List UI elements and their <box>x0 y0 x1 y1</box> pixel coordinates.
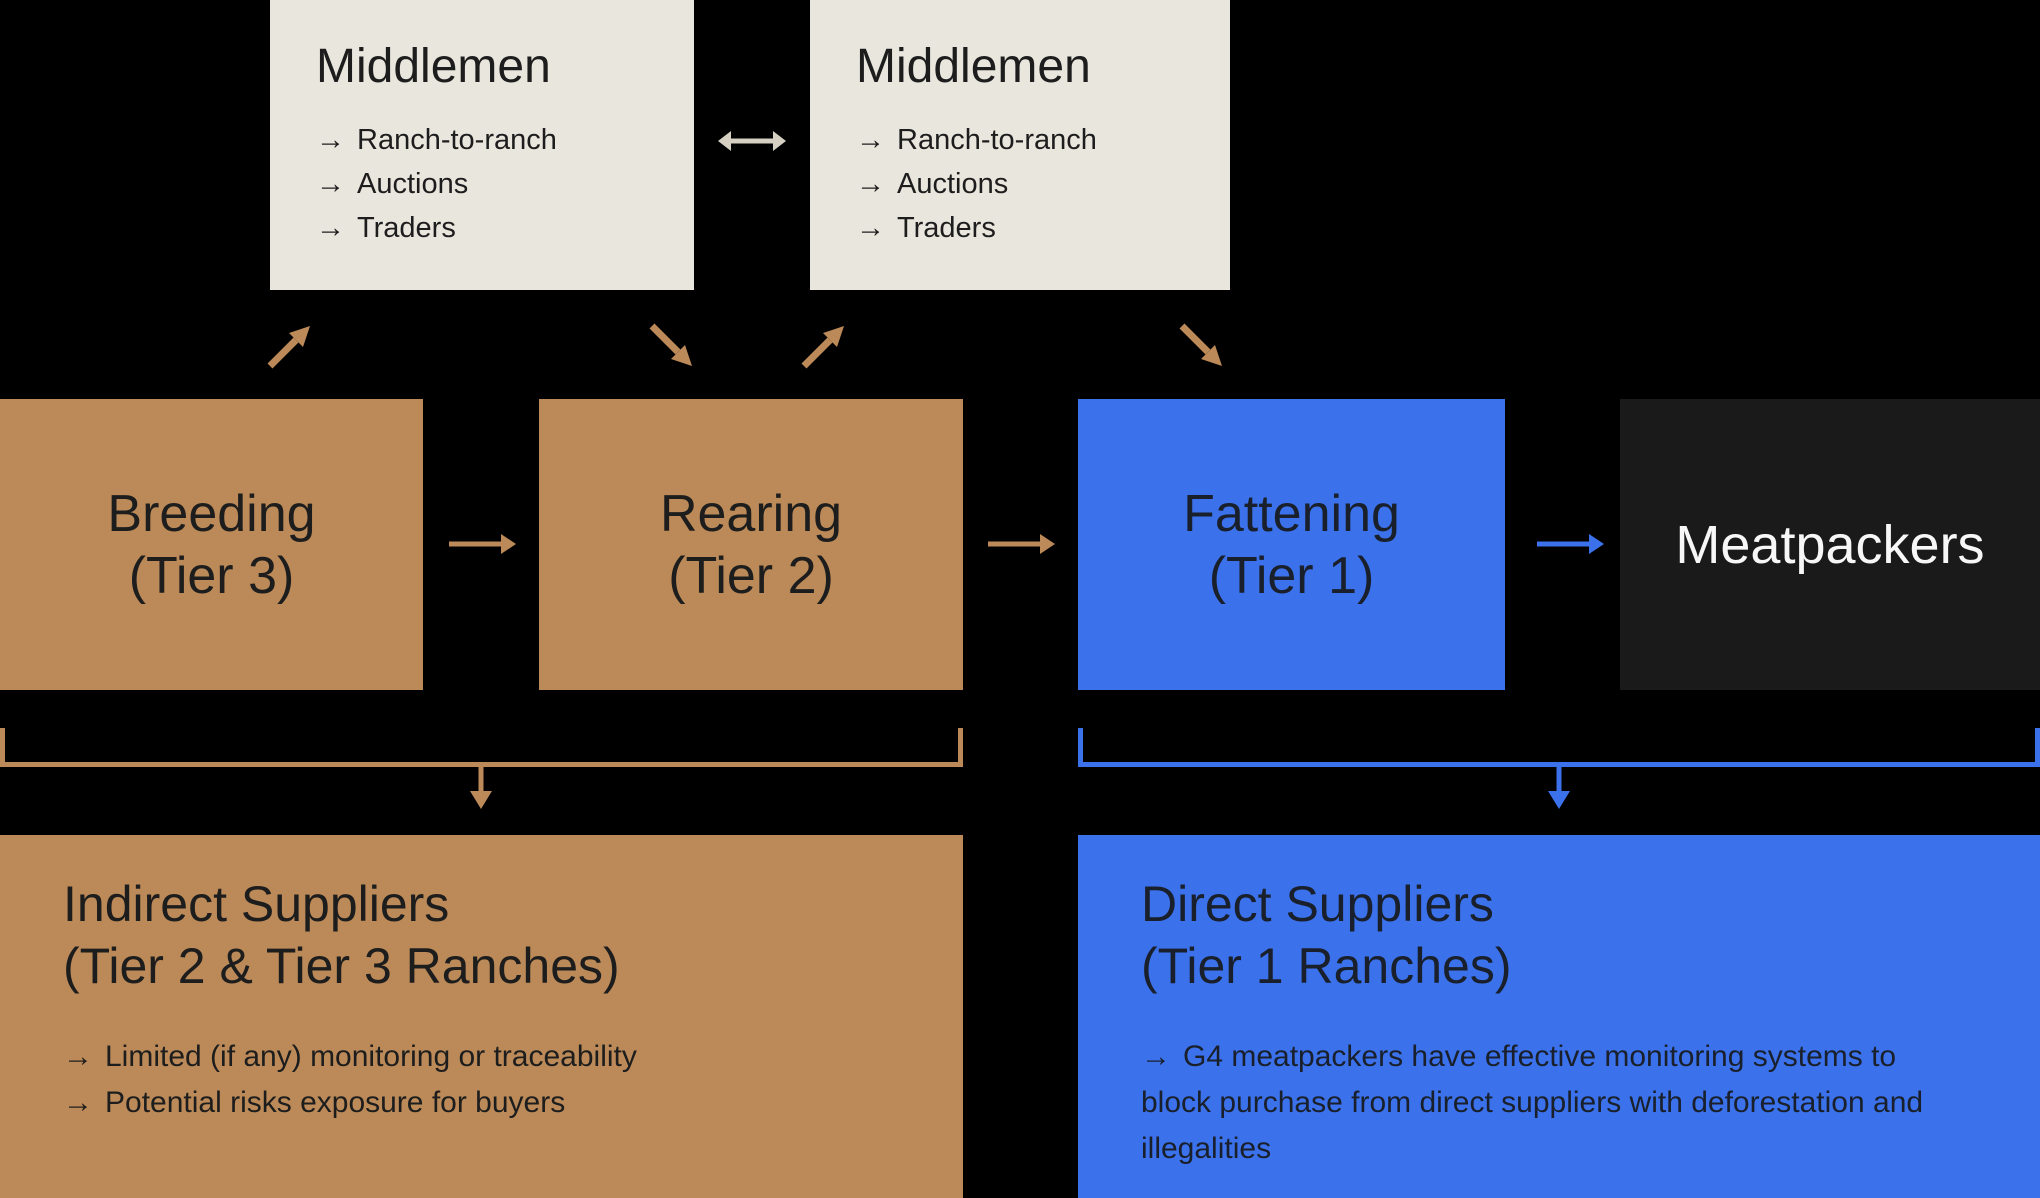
rearing-tier2-box: Rearing (Tier 2) <box>539 399 963 690</box>
list-item: → Auctions <box>316 162 664 206</box>
breeding-tier3-box: Breeding (Tier 3) <box>0 399 423 690</box>
box-label-line1: Meatpackers <box>1675 514 1985 575</box>
arrow-right-glyph: → <box>316 124 345 156</box>
box-label-line2: (Tier 2) <box>668 546 834 605</box>
arrow-down-icon <box>1548 765 1570 809</box>
list-item: → Ranch-to-ranch <box>856 118 1200 162</box>
bullet-item: →G4 meatpackers have effective monitorin… <box>1141 1034 1931 1172</box>
title-line1: Indirect Suppliers <box>63 876 450 932</box>
middlemen-left-title: Middlemen <box>316 40 551 93</box>
list-item-label: Traders <box>897 212 996 244</box>
middlemen-right-title: Middlemen <box>856 40 1091 93</box>
title-line2: (Tier 1 Ranches) <box>1141 938 1512 994</box>
arrow-right-icon <box>988 534 1055 554</box>
arrow-right-glyph: → <box>63 1086 93 1119</box>
bullet-item: → Potential risks exposure for buyers <box>63 1080 923 1126</box>
list-item-label: Ranch-to-ranch <box>357 124 557 156</box>
bracket-left-tick <box>1078 728 1083 767</box>
direct-suppliers-bullets: →G4 meatpackers have effective monitorin… <box>1141 1034 2000 1172</box>
fattening-tier1-box: Fattening (Tier 1) <box>1078 399 1505 690</box>
arrow-right-icon <box>1537 534 1604 554</box>
bracket-left-tick <box>0 728 5 767</box>
title-line2: (Tier 2 & Tier 3 Ranches) <box>63 938 620 994</box>
list-item-label: Auctions <box>897 168 1009 200</box>
bullet-text: Limited (if any) monitoring or traceabil… <box>105 1040 637 1073</box>
arrow-up-right-icon <box>267 326 310 369</box>
list-item: → Traders <box>856 206 1200 250</box>
arrow-down-icon <box>470 765 492 809</box>
bullet-text: Potential risks exposure for buyers <box>105 1086 566 1119</box>
arrow-right-icon <box>449 534 516 554</box>
middlemen-left-list: → Ranch-to-ranch → Auctions → Traders <box>316 118 664 250</box>
arrow-right-glyph: → <box>316 168 345 200</box>
indirect-suppliers-bullets: → Limited (if any) monitoring or traceabi… <box>63 1034 923 1126</box>
indirect-suppliers-title: Indirect Suppliers (Tier 2 & Tier 3 Ranc… <box>63 873 923 997</box>
box-label-line1: Breeding <box>107 484 316 543</box>
list-item: → Traders <box>316 206 664 250</box>
list-item: → Auctions <box>856 162 1200 206</box>
indirect-suppliers-box: Indirect Suppliers (Tier 2 & Tier 3 Ranc… <box>0 835 963 1198</box>
bracket-bar <box>1078 762 2040 767</box>
arrow-right-glyph: → <box>856 124 885 156</box>
box-label-line2: (Tier 3) <box>128 546 295 605</box>
arrow-up-right-icon <box>801 326 844 369</box>
title-line1: Direct Suppliers <box>1141 876 1494 932</box>
double-headed-arrow-icon <box>718 131 786 151</box>
bracket-right-tick <box>2035 728 2040 767</box>
middlemen-right-list: → Ranch-to-ranch → Auctions → Traders <box>856 118 1200 250</box>
arrow-down-right-icon <box>1179 323 1222 366</box>
arrow-right-glyph: → <box>63 1040 93 1073</box>
box-label-line1: Rearing <box>659 484 843 543</box>
bracket-right-tick <box>958 728 963 767</box>
meatpackers-box: Meatpackers <box>1620 399 2040 690</box>
arrow-right-glyph: → <box>316 212 345 244</box>
middlemen-right-box: Middlemen → Ranch-to-ranch → Auctions → Tra… <box>810 0 1230 290</box>
box-label-line2: (Tier 1) <box>1208 546 1375 605</box>
bracket-bar <box>0 762 963 767</box>
arrow-down-right-icon <box>649 323 692 366</box>
list-item: → Ranch-to-ranch <box>316 118 664 162</box>
arrow-right-glyph: → <box>856 168 885 200</box>
box-label-line1: Fattening <box>1183 484 1400 543</box>
middlemen-left-box: Middlemen → Ranch-to-ranch → Auctions → Tra… <box>270 0 694 290</box>
bullet-text: G4 meatpackers have effective monitoring… <box>1141 1040 1924 1165</box>
direct-suppliers-title: Direct Suppliers (Tier 1 Ranches) <box>1141 873 2000 997</box>
direct-suppliers-box: Direct Suppliers (Tier 1 Ranches) →G4 me… <box>1078 835 2040 1198</box>
list-item-label: Auctions <box>357 168 469 200</box>
list-item-label: Ranch-to-ranch <box>897 124 1097 156</box>
list-item-label: Traders <box>357 212 456 244</box>
arrow-right-glyph: → <box>856 212 885 244</box>
bullet-item: → Limited (if any) monitoring or traceabi… <box>63 1034 923 1080</box>
arrow-right-glyph: → <box>1141 1040 1171 1073</box>
